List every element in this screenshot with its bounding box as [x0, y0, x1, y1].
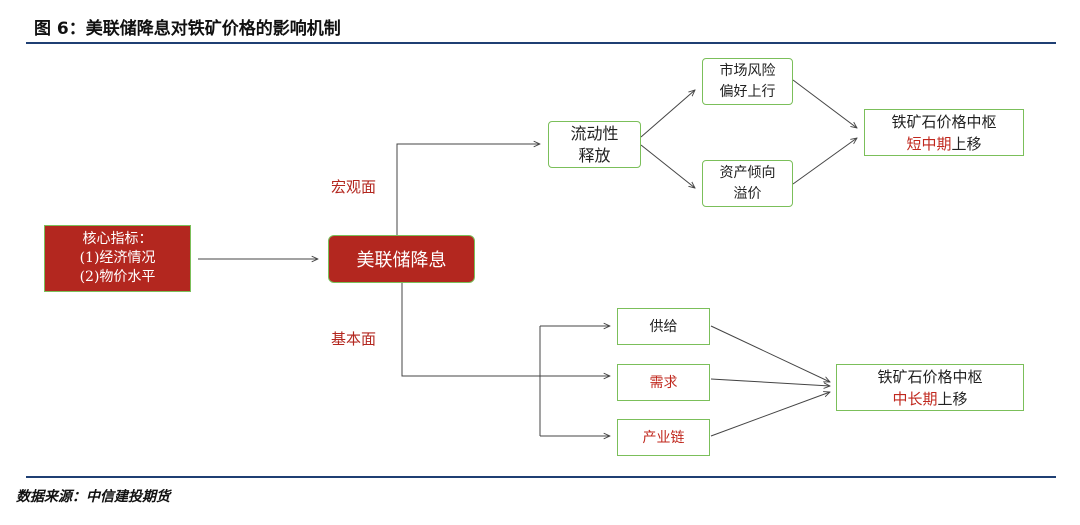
asset-line-2: 溢价 [733, 185, 762, 202]
liquidity-line-2: 释放 [578, 145, 611, 165]
top-rule [26, 42, 1056, 44]
fed-rate-cut-label: 美联储降息 [356, 250, 447, 271]
core-indicators-box: 核心指标： (1)经济情况 (2)物价水平 [44, 225, 191, 292]
mid-term-line-2: 中长期上移 [892, 388, 967, 410]
demand-label: 需求 [649, 374, 678, 391]
arrow-liquidity-to-asset [640, 144, 695, 188]
fed-rate-cut-box: 美联储降息 [328, 235, 475, 283]
short-term-highlight: 短中期 [906, 134, 952, 153]
liquidity-box: 流动性 释放 [548, 121, 641, 168]
fundamental-label: 基本面 [331, 330, 377, 348]
risk-line-1: 市场风险 [719, 62, 776, 79]
risk-appetite-box: 市场风险 偏好上行 [702, 58, 793, 105]
supply-label: 供给 [649, 318, 678, 335]
bottom-rule [26, 476, 1056, 478]
figure-title: 图 6：美联储降息对铁矿价格的影响机制 [34, 19, 341, 39]
arrow-risk-to-short [792, 79, 857, 128]
line-center-to-fundamental [401, 283, 540, 377]
arrow-chain-to-mid [710, 392, 830, 437]
short-term-rest: 上移 [951, 134, 982, 153]
demand-box: 需求 [617, 364, 710, 401]
arrow-demand-to-mid [710, 378, 830, 386]
industry-chain-label: 产业链 [642, 429, 685, 446]
short-term-line-1: 铁矿石价格中枢 [891, 112, 997, 131]
core-line-2: (1)经济情况 [79, 250, 156, 266]
arrow-asset-to-short [792, 138, 857, 185]
asset-line-1: 资产倾向 [719, 164, 776, 181]
arrow-center-to-liquidity [396, 144, 540, 235]
mid-term-result-box: 铁矿石价格中枢 中长期上移 [836, 364, 1024, 411]
industry-chain-box: 产业链 [617, 419, 710, 456]
mid-term-line-1: 铁矿石价格中枢 [877, 367, 983, 386]
core-line-3: (2)物价水平 [79, 269, 156, 285]
arrow-supply-to-mid [710, 325, 830, 382]
macro-label: 宏观面 [331, 178, 377, 196]
arrow-liquidity-to-risk [640, 90, 695, 138]
short-term-line-2: 短中期上移 [906, 133, 981, 155]
supply-box: 供给 [617, 308, 710, 345]
core-line-1: 核心指标： [82, 231, 153, 247]
risk-line-2: 偏好上行 [719, 83, 776, 100]
short-term-result-box: 铁矿石价格中枢 短中期上移 [864, 109, 1024, 156]
liquidity-line-1: 流动性 [570, 123, 619, 143]
source-note: 数据来源：中信建投期货 [16, 489, 170, 505]
asset-premium-box: 资产倾向 溢价 [702, 160, 793, 207]
mid-term-rest: 上移 [937, 389, 968, 408]
mid-term-highlight: 中长期 [892, 389, 938, 408]
